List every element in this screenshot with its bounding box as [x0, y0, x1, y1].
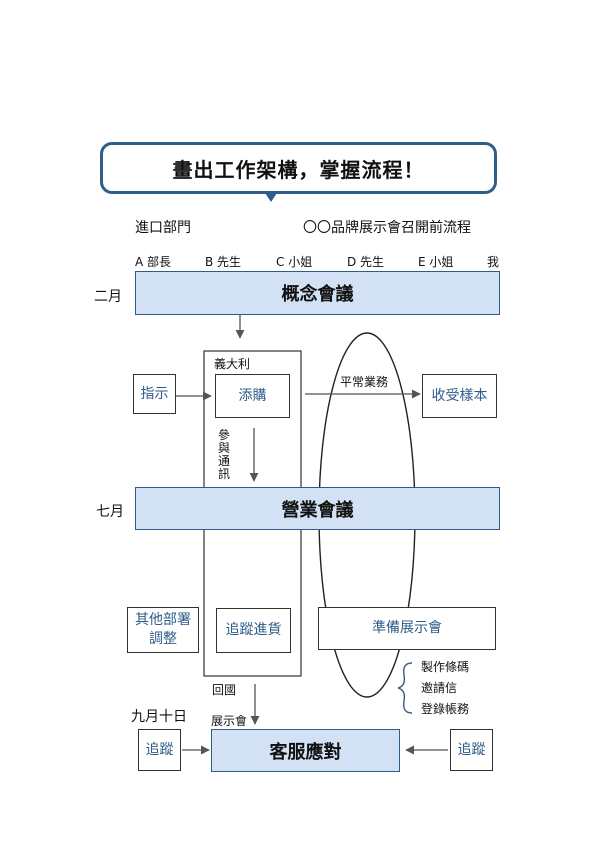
title-callout: 畫出工作架構，掌握流程！: [100, 142, 497, 194]
person-e: E 小姐: [418, 255, 454, 269]
prepare-exhibition-label: 準備展示會: [372, 620, 442, 636]
person-c: C 小姐: [276, 255, 313, 269]
person-a: A 部長: [135, 255, 172, 269]
business-meeting: 營業會議: [135, 487, 500, 530]
track-goods-label: 追蹤進貨: [225, 622, 282, 638]
exhibition-label: 展示會: [211, 714, 248, 728]
prepare-exhibition-box: 準備展示會: [318, 607, 496, 650]
receive-samples-box: 收受樣本: [422, 374, 497, 418]
prep-task-accounting: 登錄帳務: [421, 702, 470, 716]
follow-up-left-box: 追蹤: [138, 729, 181, 771]
department-label: 進口部門: [135, 220, 191, 236]
prep-task-invitation: 邀請信: [421, 681, 458, 695]
other-dept-box: 其他部署 調整: [127, 607, 199, 653]
other-dept-line2: 調整: [149, 631, 177, 647]
receive-samples-label: 收受樣本: [431, 387, 488, 404]
daily-work-label: 平常業務: [340, 375, 389, 389]
track-goods-box: 追蹤進貨: [216, 608, 291, 653]
participate-label: 參與通訊: [217, 428, 230, 481]
month-feb: 二月: [94, 289, 122, 305]
customer-service: 客服應對: [211, 729, 400, 772]
business-meeting-label: 營業會議: [281, 499, 354, 521]
follow-up-left-label: 追蹤: [145, 741, 174, 758]
italy-label: 義大利: [214, 357, 251, 371]
month-sep10: 九月十日: [131, 709, 187, 725]
return-home-label: 回國: [212, 683, 237, 697]
purchase-label: 添購: [238, 387, 267, 404]
person-me: 我: [487, 255, 500, 269]
concept-meeting-label: 概念會議: [281, 284, 354, 305]
prep-tasks-brace: [397, 662, 413, 714]
person-b: B 先生: [205, 255, 242, 269]
callout-tail: [265, 193, 277, 202]
person-d: D 先生: [347, 255, 385, 269]
prep-task-barcode: 製作條碼: [421, 660, 470, 674]
follow-up-right-box: 追蹤: [450, 729, 493, 771]
page-title: 畫出工作架構，掌握流程！: [172, 157, 425, 182]
other-dept-line1: 其他部署: [135, 612, 191, 628]
process-name: 〇〇品牌展示會召開前流程: [303, 220, 471, 236]
concept-meeting: 概念會議: [135, 271, 500, 315]
month-jul: 七月: [96, 504, 124, 520]
purchase-box: 添購: [215, 374, 290, 418]
instruct-box: 指示: [133, 374, 176, 414]
instruct-label: 指示: [140, 385, 169, 402]
customer-service-label: 客服應對: [269, 741, 342, 763]
follow-up-right-label: 追蹤: [457, 741, 486, 758]
